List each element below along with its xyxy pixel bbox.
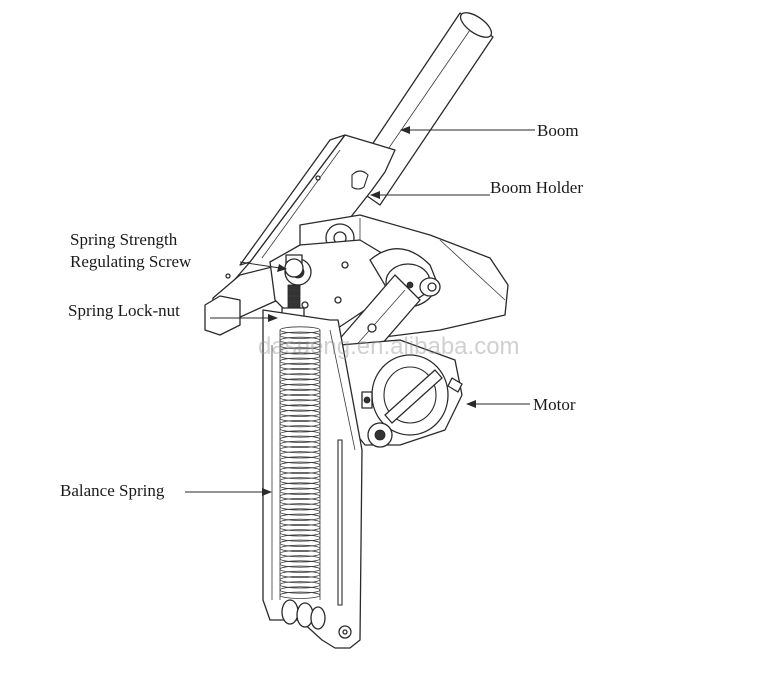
boom-arrow xyxy=(400,126,410,134)
bottom-rollers xyxy=(281,599,326,630)
label-motor: Motor xyxy=(533,395,576,414)
label-spring-strength-line2: Regulating Screw xyxy=(70,252,192,271)
watermark: dasueng.en.alibaba.com xyxy=(258,333,520,360)
label-spring-strength-line1: Spring Strength xyxy=(70,230,178,249)
regulating-screw xyxy=(281,254,305,319)
label-boom-holder: Boom Holder xyxy=(490,178,584,197)
label-spring-lock-nut: Spring Lock-nut xyxy=(68,301,180,320)
balance-spring-coils xyxy=(279,326,321,600)
spring-strength-leader xyxy=(239,261,281,269)
label-balance-spring: Balance Spring xyxy=(60,481,165,500)
boom-holder-bracket xyxy=(225,134,396,296)
motor-body xyxy=(339,339,463,448)
motor-arrow xyxy=(466,400,476,408)
spring-lock-nut-arrow xyxy=(268,314,278,322)
leader-lines xyxy=(185,126,535,496)
label-boom: Boom xyxy=(537,121,579,140)
spring-strength-arrow xyxy=(277,264,287,272)
balance-spring-arrow xyxy=(262,488,272,496)
boom-holder-arrow xyxy=(370,191,380,199)
